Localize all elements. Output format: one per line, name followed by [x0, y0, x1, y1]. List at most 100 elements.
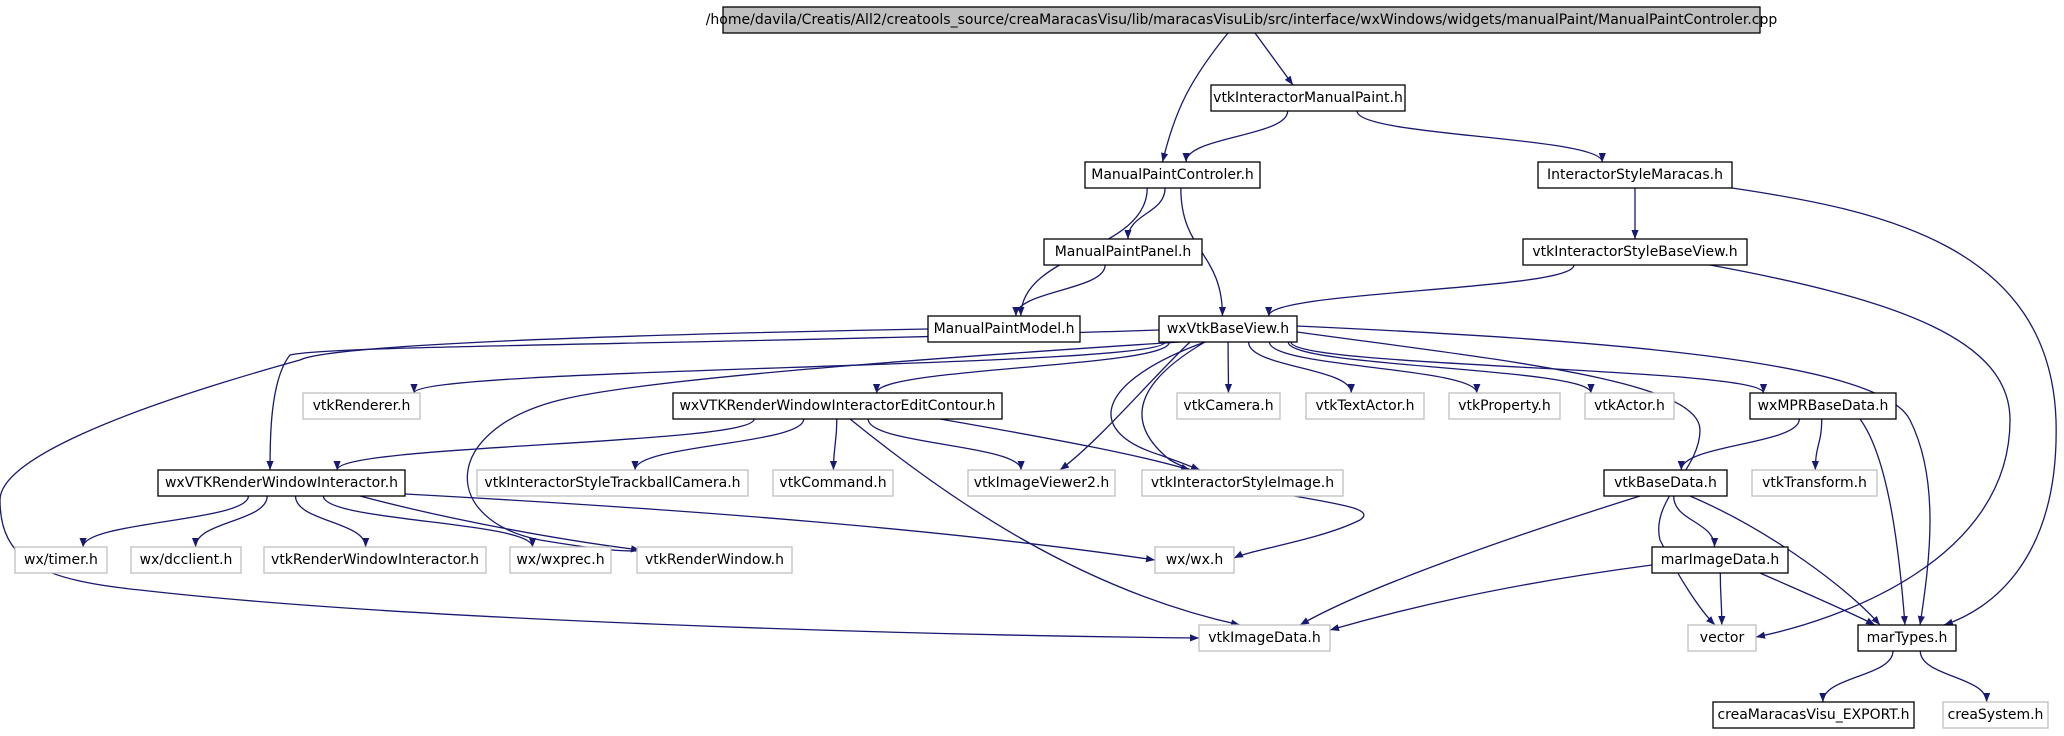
node-box [1712, 701, 1915, 729]
node-box [14, 546, 108, 574]
node-label: ManualPaintPanel.h [1055, 244, 1192, 260]
edge-wxec-to-vcmd [829, 418, 838, 471]
node-label: wx/dcclient.h [140, 552, 233, 568]
edge-wxec-to-vid [849, 418, 1241, 627]
edge-wxvbv-to-vact [1287, 341, 1595, 394]
edge-wxvbv-to-wxmpr [1290, 341, 1767, 394]
node-box [1537, 161, 1733, 189]
node-root[interactable]: /home/davila/Creatis/All2/creatools_sour… [706, 6, 1778, 34]
edge-wxvbv-to-viv2 [1059, 341, 1191, 471]
node-cs: creaSystem.h [1942, 701, 2049, 729]
edge-vbd-to-mid [1673, 495, 1719, 548]
node-box [130, 546, 242, 574]
node-label: vtkImageData.h [1208, 630, 1320, 646]
node-mt[interactable]: marTypes.h [1857, 624, 1957, 652]
node-vistc: vtkInteractorStyleTrackballCamera.h [476, 469, 749, 497]
node-mpm[interactable]: ManualPaintModel.h [927, 315, 1081, 343]
edge-mt-to-cmve [1819, 650, 1894, 703]
node-label: vtkRenderer.h [313, 398, 411, 414]
node-box [302, 392, 421, 420]
edge-vbd-to-vid [1299, 495, 1641, 626]
node-mpc[interactable]: ManualPaintControler.h [1084, 161, 1261, 189]
edge-wxvbv-to-vren [410, 341, 1166, 394]
node-box [772, 469, 894, 497]
node-wxwx: wx/wx.h [1154, 546, 1235, 574]
edge-isbv-to-wxvbv [1265, 264, 1575, 317]
node-box [1942, 701, 2049, 729]
node-vrw: vtkRenderWindow.h [636, 546, 793, 574]
node-box [1522, 238, 1748, 266]
node-vec: vector [1687, 624, 1757, 652]
edge-wxrwi-to-wxdc [191, 495, 268, 548]
node-box [1084, 161, 1261, 189]
node-label: wx/timer.h [24, 552, 98, 568]
node-box [509, 546, 612, 574]
node-label: vtkInteractorStyleBaseView.h [1532, 244, 1737, 260]
node-label: vector [1700, 630, 1745, 646]
nodes-layer: /home/davila/Creatis/All2/creatools_sour… [14, 6, 2049, 729]
node-box [1751, 469, 1878, 497]
node-wxrwi[interactable]: wxVTKRenderWindowInteractor.h [157, 469, 406, 497]
node-box [927, 315, 1081, 343]
node-label: wxVTKRenderWindowInteractorEditContour.h [679, 398, 995, 414]
node-label: wxVTKRenderWindowInteractor.h [165, 475, 398, 491]
node-box [1158, 315, 1298, 343]
edge-wxrwi-to-wxprec [322, 495, 537, 548]
node-label: vtkInteractorManualPaint.h [1213, 90, 1403, 106]
node-box [1210, 84, 1406, 112]
edge-vimp-to-mpc [1182, 110, 1289, 163]
node-isbv[interactable]: vtkInteractorStyleBaseView.h [1522, 238, 1748, 266]
edge-wxec-to-wxrwi [333, 418, 755, 471]
node-box [672, 392, 1003, 420]
node-vbd[interactable]: vtkBaseData.h [1603, 469, 1728, 497]
edge-wxvbv-to-mt [1296, 325, 1931, 626]
node-wxtimer: wx/timer.h [14, 546, 108, 574]
node-label: vtkActor.h [1594, 398, 1665, 414]
edge-mpc-to-mpp [1124, 187, 1166, 240]
edge-wxvbv-to-vrw [466, 341, 1181, 554]
node-label: vtkBaseData.h [1614, 475, 1717, 491]
node-label: wxVtkBaseView.h [1167, 321, 1289, 337]
node-wxmpr[interactable]: wxMPRBaseData.h [1749, 392, 1897, 420]
node-box [1687, 624, 1757, 652]
node-wxec[interactable]: wxVTKRenderWindowInteractorEditContour.h [672, 392, 1003, 420]
node-box [476, 469, 749, 497]
node-box [263, 546, 487, 574]
edge-wxec-to-viv2 [867, 418, 1025, 471]
node-label: wx/wxprec.h [516, 552, 604, 568]
node-box [1448, 392, 1561, 420]
edge-wxrwi-to-vrw [359, 495, 641, 553]
edge-mid-to-mt [1759, 572, 1876, 626]
node-mpp[interactable]: ManualPaintPanel.h [1043, 238, 1203, 266]
edge-root-to-vimp [1254, 32, 1294, 86]
node-ism[interactable]: InteractorStyleMaracas.h [1537, 161, 1733, 189]
node-box [636, 546, 793, 574]
node-label: /home/davila/Creatis/All2/creatools_sour… [706, 12, 1778, 28]
node-vcmd: vtkCommand.h [772, 469, 894, 497]
node-label: vtkTransform.h [1762, 475, 1867, 491]
node-wxvbv[interactable]: wxVtkBaseView.h [1158, 315, 1298, 343]
node-box [722, 6, 1761, 34]
node-mid[interactable]: marImageData.h [1651, 546, 1789, 574]
node-label: marImageData.h [1661, 552, 1780, 568]
node-box [1141, 469, 1344, 497]
node-vid: vtkImageData.h [1198, 624, 1331, 652]
node-box [1305, 392, 1425, 420]
node-box [967, 469, 1116, 497]
edge-ism-to-mt [1731, 187, 2057, 626]
node-box [1651, 546, 1789, 574]
node-vcam: vtkCamera.h [1176, 392, 1281, 420]
edge-mt-to-cs [1919, 650, 1991, 703]
node-vimp[interactable]: vtkInteractorManualPaint.h [1210, 84, 1406, 112]
edge-wxrwi-to-wxwx [404, 493, 1156, 563]
edge-wxvbv-to-vprop [1268, 341, 1481, 394]
node-cmve[interactable]: creaMaracasVisu_EXPORT.h [1712, 701, 1915, 729]
node-vact: vtkActor.h [1584, 392, 1675, 420]
node-viv2: vtkImageViewer2.h [967, 469, 1116, 497]
node-vprop: vtkProperty.h [1448, 392, 1561, 420]
node-vrwi: vtkRenderWindowInteractor.h [263, 546, 487, 574]
node-label: vtkTextActor.h [1315, 398, 1414, 414]
node-box [1198, 624, 1331, 652]
node-wxdc: wx/dcclient.h [130, 546, 242, 574]
